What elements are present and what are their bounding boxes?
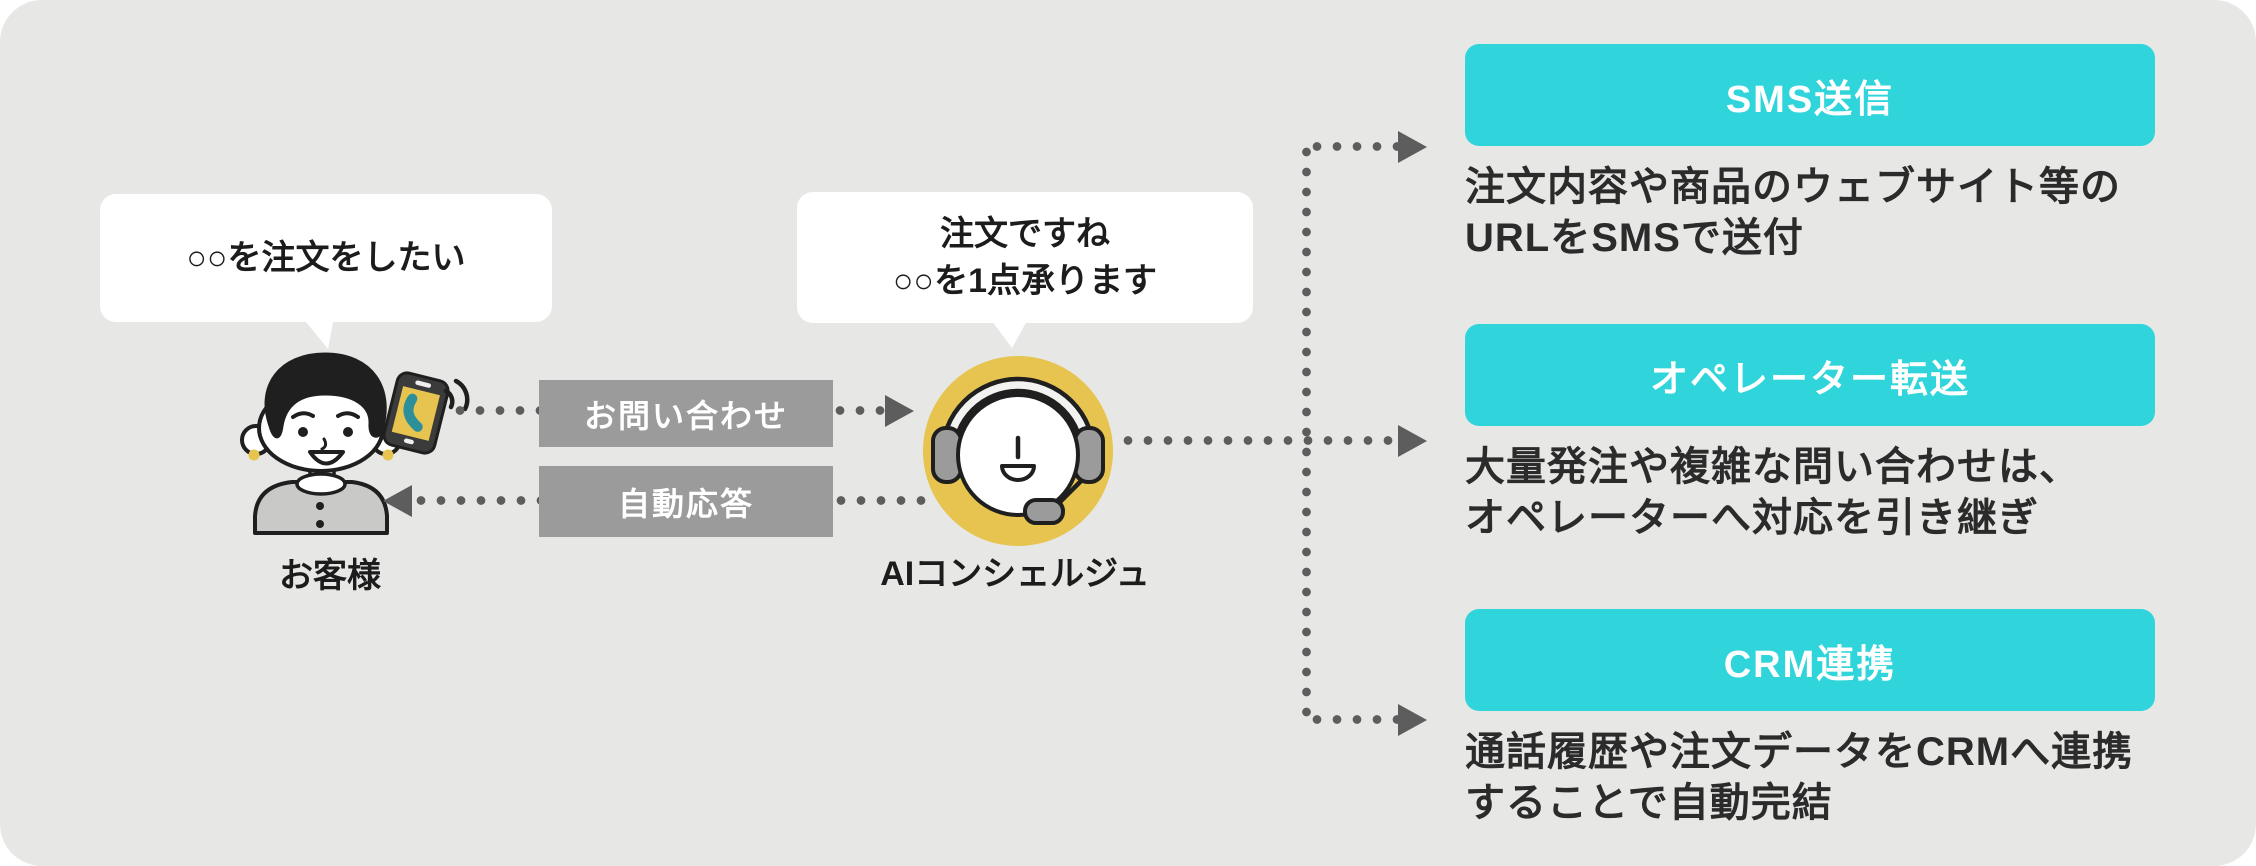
branch-vertical-dotted-line [1302, 142, 1311, 725]
feature-card-operator: オペレーター転送 大量発注や複雑な問い合わせは、 オペレーターへ対応を引き継ぎ [1465, 324, 2155, 544]
arrow-right-icon [1398, 704, 1427, 736]
ai-bubble-tail [992, 321, 1027, 348]
ai-concierge-icon [923, 356, 1113, 546]
arrow-right-icon [1398, 425, 1427, 457]
feature-card-crm: CRM連携 通話履歴や注文データをCRMへ連携 することで自動完結 [1465, 609, 2155, 829]
feature-card-sms: SMS送信 注文内容や商品のウェブサイト等の URLをSMSで送付 [1465, 44, 2155, 264]
inquiry-flow-box: お問い合わせ [539, 380, 833, 447]
earring-icon [248, 449, 260, 461]
ai-output-dotted-line [1118, 436, 1398, 445]
feature-description: 注文内容や商品のウェブサイト等の URLをSMSで送付 [1465, 165, 2121, 260]
branch-bottom-dotted-line [1307, 715, 1398, 724]
arrow-right-icon [885, 395, 914, 427]
microphone-icon [1023, 498, 1065, 525]
feature-description: 通話履歴や注文データをCRMへ連携 することで自動完結 [1465, 730, 2134, 825]
ai-speech-line1: 注文ですね [940, 214, 1110, 253]
customer-speech-bubble: ○○を注文をしたい [100, 194, 552, 322]
sound-waves-icon [443, 378, 470, 412]
branch-top-dotted-line [1307, 142, 1398, 151]
arrow-left-icon [383, 485, 412, 517]
feature-title: SMS送信 [1465, 44, 2155, 146]
customer-label: お客様 [279, 557, 381, 595]
phone-handset-icon [403, 393, 423, 432]
feature-title: CRM連携 [1465, 609, 2155, 711]
customer-person-icon [240, 352, 470, 535]
earring-icon [382, 449, 394, 461]
feature-title: オペレーター転送 [1465, 324, 2155, 426]
ai-concierge-label: AIコンシェルジュ [880, 555, 1150, 593]
auto-response-flow-box: 自動応答 [539, 466, 833, 537]
feature-description: 大量発注や複雑な問い合わせは、 オペレーターへ対応を引き継ぎ [1465, 445, 2080, 540]
customer-bubble-tail [302, 317, 334, 349]
smartphone-icon [382, 371, 450, 455]
ai-speech-line2: ○○を1点承ります [893, 261, 1157, 300]
ai-speech-bubble: 注文ですね ○○を1点承ります [797, 192, 1253, 323]
customer-speech-text: ○○を注文をしたい [186, 238, 466, 277]
arrow-right-icon [1398, 131, 1427, 163]
